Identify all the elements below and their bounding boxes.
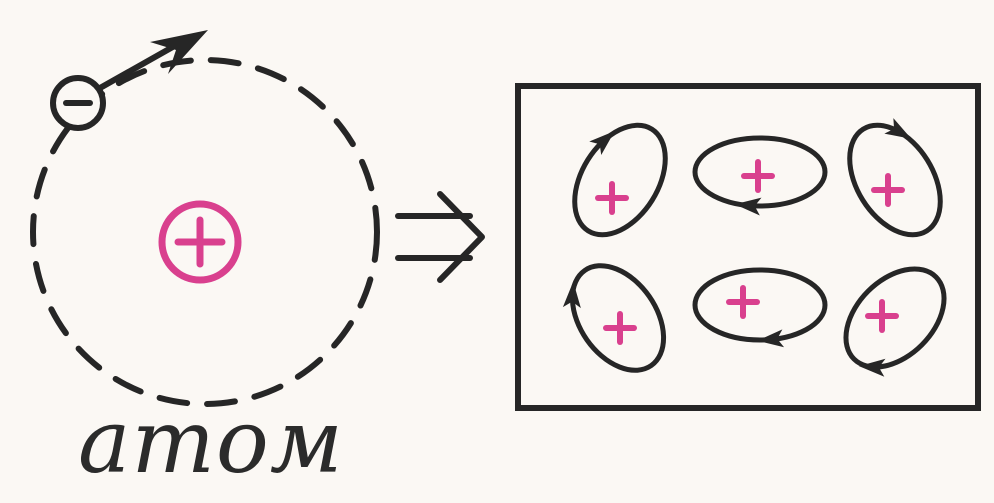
orbit-arrow-icon bbox=[734, 197, 762, 216]
electron bbox=[50, 30, 208, 131]
orbit-arrow-icon bbox=[858, 358, 886, 377]
atom-orbit bbox=[692, 135, 828, 209]
double-arrow-icon bbox=[395, 191, 485, 283]
polarized-atoms bbox=[562, 118, 947, 377]
electron-orbit bbox=[30, 57, 380, 407]
atom-orbit bbox=[569, 263, 667, 373]
polarized-atom bbox=[847, 118, 943, 238]
nucleus-circle bbox=[158, 200, 242, 284]
orbit-arrow-icon bbox=[757, 329, 785, 348]
electron-motion-arrowhead bbox=[150, 30, 208, 74]
atom-orbit bbox=[843, 266, 947, 370]
nucleus bbox=[158, 200, 242, 284]
atom-orbit bbox=[847, 122, 943, 238]
orbit-arrow-icon bbox=[884, 118, 912, 139]
atom-orbit bbox=[572, 122, 668, 238]
electron-motion-arrow-shaft bbox=[97, 41, 181, 91]
orbit-arrow-icon bbox=[589, 130, 615, 155]
atom-orbit bbox=[692, 267, 828, 343]
orbit-arrow-icon bbox=[562, 281, 581, 309]
polarized-atom bbox=[843, 266, 947, 377]
dielectric-box bbox=[515, 83, 981, 411]
atom-caption: атом bbox=[78, 390, 344, 493]
polarized-atom bbox=[572, 122, 668, 238]
polarized-atom bbox=[692, 135, 828, 216]
polarized-atom bbox=[562, 263, 667, 373]
polarized-atom bbox=[692, 267, 828, 348]
